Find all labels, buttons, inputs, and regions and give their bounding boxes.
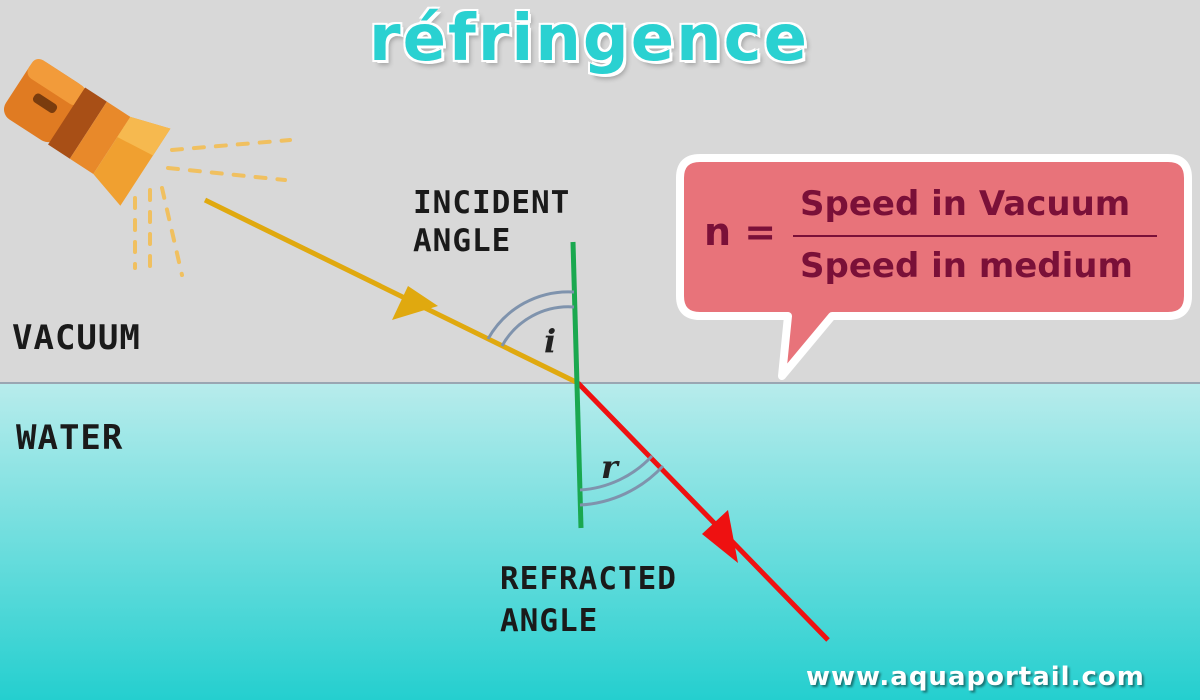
refracted-angle-arc-inner: [579, 454, 654, 492]
incident-angle-label-line2: ANGLE: [413, 223, 512, 259]
light-rays-icon: [133, 138, 292, 277]
formula-denominator: Speed in medium: [800, 246, 1133, 286]
refracted-arrowhead: [702, 510, 738, 563]
page-title: réfringence: [369, 2, 809, 76]
incident-angle-arc-inner: [500, 305, 575, 347]
incident-angle-arc-outer: [486, 290, 575, 340]
formula-lhs: n =: [704, 210, 777, 254]
incident-ray: [203, 197, 580, 386]
vacuum-label: VACUUM: [12, 318, 141, 358]
website-watermark: www.aquaportail.com: [806, 662, 1145, 692]
normal-line: [570, 241, 584, 529]
refracted-angle-symbol: r: [601, 448, 618, 486]
refracted-angle-label-line1: REFRACTED: [500, 561, 677, 597]
refracted-ray: [576, 381, 830, 642]
flashlight-icon: [3, 58, 171, 206]
water-label: WATER: [16, 418, 124, 458]
incident-angle-label-line1: INCIDENT: [413, 185, 571, 221]
refracted-angle-arc-outer: [579, 464, 665, 507]
refracted-angle-label-line2: ANGLE: [500, 603, 599, 639]
formula-callout: [676, 154, 1192, 380]
formula-numerator: Speed in Vacuum: [800, 184, 1131, 224]
water-region: [0, 383, 1200, 700]
incident-arrowhead: [392, 286, 438, 320]
incident-angle-symbol: i: [544, 322, 557, 360]
